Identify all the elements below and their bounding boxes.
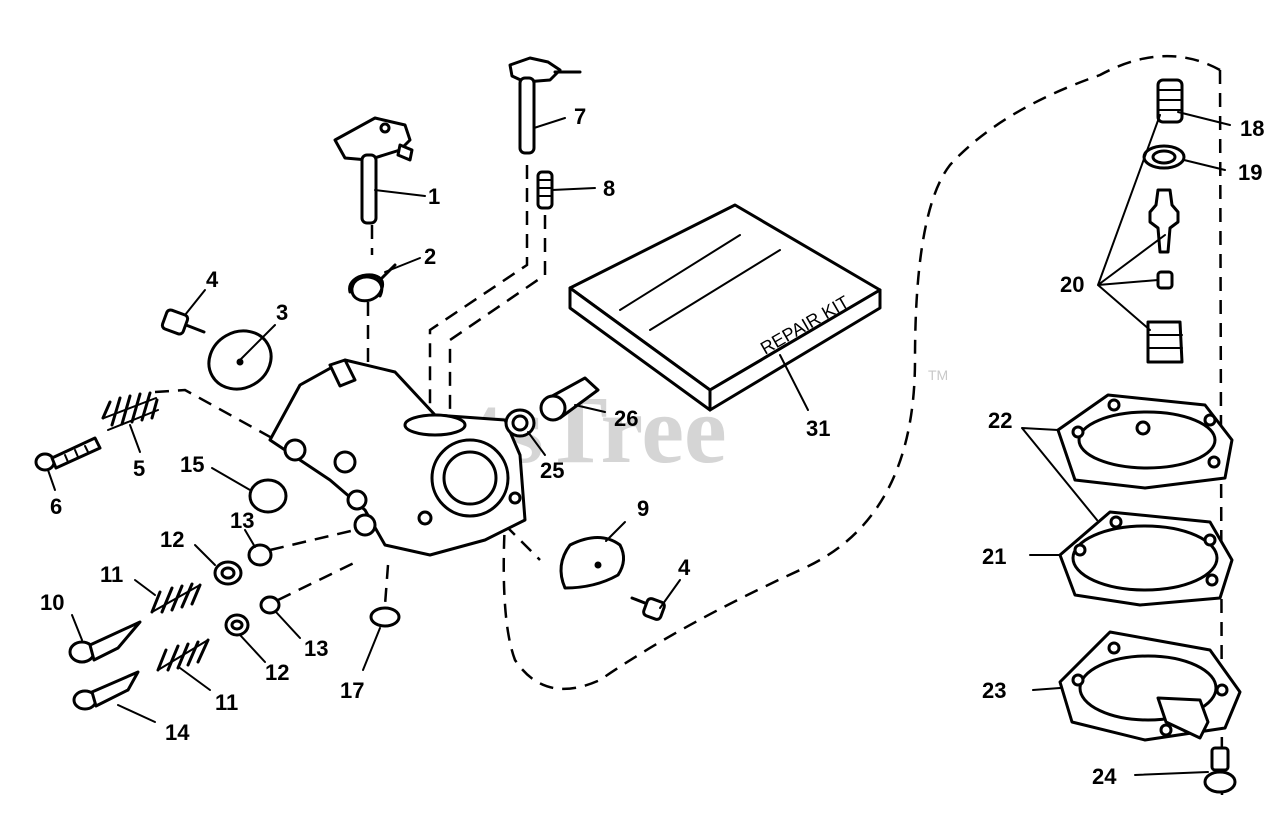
- callout-31: 31: [806, 416, 830, 441]
- callout-8: 8: [603, 176, 615, 201]
- guide-line-9: [504, 524, 541, 561]
- o-rings-upper: [213, 543, 273, 586]
- callout-22: 22: [988, 408, 1012, 433]
- plug-part-17: [369, 606, 401, 628]
- kit-boundary-dashed: [502, 55, 1221, 691]
- carburetor-body: [268, 358, 527, 557]
- screw-part-24: [1203, 746, 1237, 794]
- callout-9: 9: [637, 496, 649, 521]
- callout-19: 19: [1238, 160, 1262, 185]
- callout-10: 10: [40, 590, 64, 615]
- fuel-pump-cover-23: [1058, 630, 1242, 742]
- callout-6: 6: [50, 494, 62, 519]
- needle-valve-parts: [1142, 78, 1186, 364]
- callout-7: 7: [574, 104, 586, 129]
- guide-line-17: [383, 564, 390, 606]
- callout-12-lower: 12: [265, 660, 289, 685]
- small-spring-part-8: [536, 170, 554, 210]
- choke-shaft-part: [508, 56, 582, 155]
- callout-18: 18: [1240, 116, 1264, 141]
- screw-part-4a: [160, 308, 206, 336]
- gasket-21: [1058, 510, 1234, 607]
- callout-labels: 1 2 3 4 4 5 6 7 8 9 10 11 11 12 12 13 13…: [40, 104, 1264, 789]
- callout-5: 5: [133, 456, 145, 481]
- callout-4-upper: 4: [206, 267, 219, 292]
- callout-25: 25: [540, 458, 564, 483]
- guide-line-7-8: [428, 165, 529, 420]
- screw-part-4b: [630, 596, 666, 621]
- inlet-parts-25-26: [504, 376, 600, 438]
- guide-line-13a: [269, 528, 356, 552]
- callout-13-lower: 13: [304, 636, 328, 661]
- callout-2: 2: [424, 244, 436, 269]
- callout-21: 21: [982, 544, 1006, 569]
- guide-line-8: [448, 215, 547, 425]
- diaphragm-cover-22: [1056, 393, 1234, 490]
- callout-13-upper: 13: [230, 508, 254, 533]
- idle-spring-part: [101, 391, 159, 431]
- callout-17: 17: [340, 678, 364, 703]
- idle-needle-part-14: [72, 670, 140, 711]
- o-rings-lower: [224, 595, 281, 637]
- main-needle-part-10: [68, 620, 142, 664]
- watermark-trademark: TM: [928, 367, 948, 383]
- guide-line-13b: [277, 558, 361, 602]
- callout-14: 14: [165, 720, 190, 745]
- welch-plug-part-15: [248, 478, 288, 514]
- callout-11-lower: 11: [215, 690, 238, 715]
- callout-20: 20: [1060, 272, 1084, 297]
- leader-lines: [47, 111, 1231, 776]
- callout-26: 26: [614, 406, 638, 431]
- callout-11-upper: 11: [100, 562, 123, 587]
- callout-24: 24: [1092, 764, 1117, 789]
- callout-15: 15: [180, 452, 204, 477]
- choke-plate-part-9: [559, 536, 625, 590]
- callout-1: 1: [428, 184, 440, 209]
- repair-kit-box: REPAIR KIT: [568, 203, 882, 412]
- callout-4-lower: 4: [678, 555, 691, 580]
- needle-spring-upper: [150, 582, 202, 614]
- needle-spring-lower: [156, 638, 210, 672]
- callout-23: 23: [982, 678, 1006, 703]
- throttle-shaft-part: [333, 116, 414, 225]
- callout-12-upper: 12: [160, 527, 184, 552]
- callout-3: 3: [276, 300, 288, 325]
- idle-screw-part: [34, 436, 102, 472]
